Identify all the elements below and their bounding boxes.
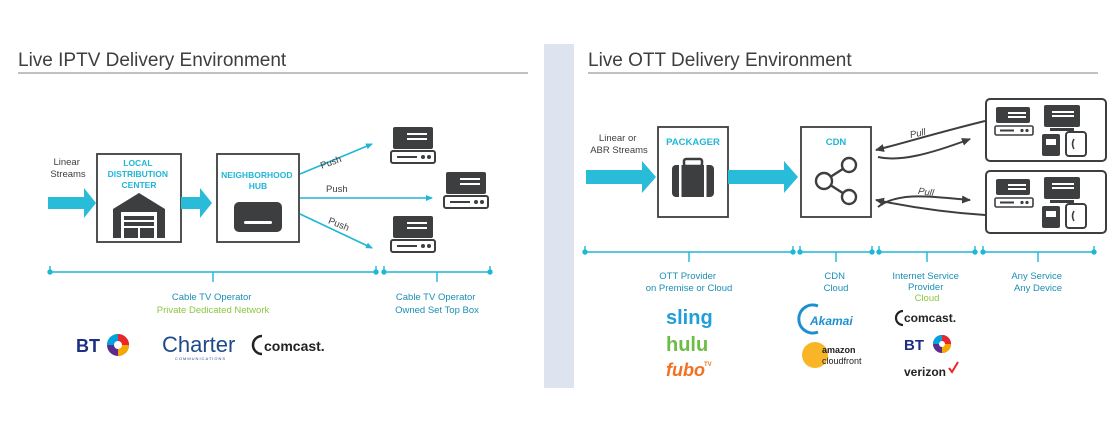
comcast-logo-left: comcast. bbox=[251, 334, 325, 356]
network-icon bbox=[814, 156, 858, 206]
ldc-to-hub-arrow bbox=[181, 188, 212, 218]
pull-label-top: Pull bbox=[909, 127, 928, 141]
packager-to-cdn-arrow bbox=[728, 161, 798, 193]
settop-label: Cable TV Operator Owned Set Top Box bbox=[395, 292, 479, 316]
svg-text:TV: TV bbox=[704, 362, 712, 368]
set-top-box-icon-1 bbox=[390, 126, 436, 164]
push-label-bottom: Push bbox=[326, 216, 350, 234]
settop-bracket bbox=[381, 266, 493, 282]
svg-text:COMMUNICATIONS: COMMUNICATIONS bbox=[175, 356, 226, 361]
push-label-middle: Push bbox=[326, 184, 348, 195]
operator-bracket bbox=[47, 266, 379, 282]
bt-logo-left: BT bbox=[76, 334, 129, 356]
warehouse-icon bbox=[113, 193, 165, 238]
right-panel-title: Live OTT Delivery Environment bbox=[588, 50, 852, 71]
svg-text:BT: BT bbox=[76, 336, 100, 356]
pull-arrow-top bbox=[875, 120, 986, 152]
devices-group-bottom bbox=[985, 170, 1107, 234]
pull-arrow-bottom bbox=[875, 197, 986, 216]
ott-provider-label: OTT Provider on Premise or Cloud bbox=[646, 271, 733, 294]
abr-streams-label: Linear or ABR Streams bbox=[590, 133, 648, 156]
cdn-cloud-label: CDN Cloud bbox=[824, 271, 849, 294]
cdn-label: CDN bbox=[826, 137, 847, 148]
charter-logo: Charter COMMUNICATIONS bbox=[162, 332, 235, 361]
device-bracket bbox=[980, 246, 1097, 262]
push-arrow-top bbox=[299, 143, 373, 175]
verizon-logo: verizon bbox=[904, 361, 959, 379]
svg-text:amazon: amazon bbox=[822, 345, 856, 355]
devices-group-top bbox=[985, 98, 1107, 162]
akamai-logo: Akamai bbox=[797, 303, 853, 335]
sling-logo: sling bbox=[666, 307, 713, 329]
input-arrow-left bbox=[48, 188, 96, 218]
briefcase-icon bbox=[672, 157, 714, 197]
isp-label: Internet Service Provider Cloud bbox=[892, 271, 961, 304]
input-arrow-right bbox=[586, 161, 656, 193]
amazon-cloudfront-logo: amazon cloudfront bbox=[802, 342, 862, 368]
svg-text:Charter: Charter bbox=[162, 332, 235, 357]
set-top-box-icon-3 bbox=[390, 215, 436, 253]
svg-text:Akamai: Akamai bbox=[809, 314, 853, 328]
linear-streams-label: Linear Streams bbox=[50, 157, 86, 180]
set-top-box-icon-2 bbox=[443, 171, 489, 209]
svg-text:fubo: fubo bbox=[666, 360, 705, 380]
panel-divider bbox=[544, 44, 574, 388]
hub-device-icon bbox=[234, 202, 282, 232]
svg-text:BT: BT bbox=[904, 337, 924, 354]
svg-text:comcast.: comcast. bbox=[904, 311, 956, 325]
svg-text:cloudfront: cloudfront bbox=[822, 356, 862, 366]
isp-bracket bbox=[876, 246, 978, 262]
ldc-label: LOCAL DISTRIBUTION CENTER bbox=[108, 158, 171, 190]
push-label-top: Push bbox=[319, 154, 343, 172]
svg-text:verizon: verizon bbox=[904, 365, 946, 379]
svg-text:comcast.: comcast. bbox=[264, 338, 325, 354]
packager-label: PACKAGER bbox=[666, 137, 720, 148]
operator-label: Cable TV Operator Private Dedicated Netw… bbox=[157, 292, 270, 316]
left-panel-title: Live IPTV Delivery Environment bbox=[18, 50, 287, 71]
pull-return-bottom bbox=[877, 195, 971, 208]
push-arrow-bottom bbox=[299, 213, 373, 249]
pull-label-bottom: Pull bbox=[917, 186, 935, 199]
bt-logo-right: BT bbox=[904, 335, 951, 354]
comcast-logo-right: comcast. bbox=[894, 309, 956, 327]
any-device-label: Any Service Any Device bbox=[1011, 271, 1064, 294]
cdn-bracket bbox=[797, 246, 875, 262]
pull-return-top bbox=[877, 138, 971, 160]
hulu-logo: hulu bbox=[666, 334, 708, 356]
fubo-logo: fubo TV bbox=[666, 360, 712, 380]
hub-label: NEIGHBORHOOD HUB bbox=[221, 170, 295, 191]
ott-bracket bbox=[582, 246, 796, 262]
